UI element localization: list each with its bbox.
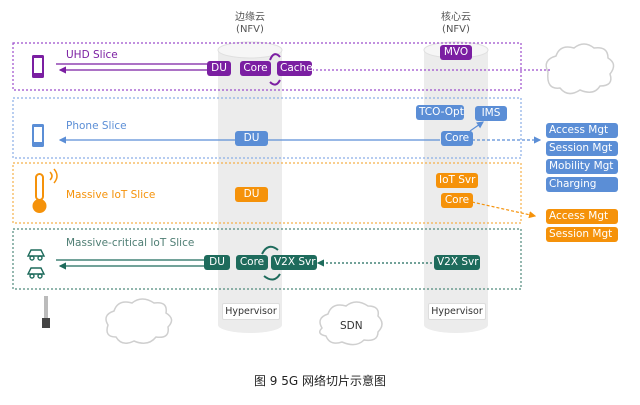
core-cloud-label: 核心云 (441, 12, 471, 23)
edge-cloud-nfv: (NFV) (236, 24, 264, 35)
uhd-slice-title: UHD Slice (66, 49, 118, 61)
critical-v2x-edge-box: V2X Svr (271, 255, 317, 270)
internet-cloud-icon (545, 43, 615, 95)
figure-caption: 图 9 5G 网络切片示意图 (253, 374, 386, 388)
iot-server-box: IoT Svr (436, 173, 478, 188)
phone-slice-title: Phone Slice (66, 120, 127, 132)
sensor-probe-icon (42, 296, 50, 328)
core-cloud-nfv: (NFV) (442, 24, 470, 35)
uhd-cache-box: Cache (277, 61, 313, 76)
phone-ims-box: IMS (475, 106, 507, 121)
phone-device-icon-uhd (32, 55, 44, 78)
critical-core-box: Core (236, 255, 268, 270)
edge-cloud-title: 边缘云 (NFV) (220, 12, 280, 36)
critical-slice-frame (12, 228, 522, 290)
cloud-icon (105, 298, 173, 344)
uhd-slice-frame (12, 42, 522, 91)
edge-cloud-label: 边缘云 (235, 12, 265, 23)
uhd-mvo-box: MVO (440, 45, 472, 60)
phone-access-mgt-box: Access Mgt (546, 123, 618, 138)
edge-cloud-cylinder (217, 41, 283, 333)
uhd-core-box: Core (240, 61, 271, 76)
critical-slice-title: Massive-critical IoT Slice (66, 237, 195, 249)
phone-session-mgt-box: Session Mgt (546, 141, 618, 156)
phone-charging-box: Charging (546, 177, 618, 192)
critical-v2x-core-box: V2X Svr (434, 255, 480, 270)
thermometer-sensor-icon (32, 168, 58, 213)
core-cloud-title: 核心云 (NFV) (426, 12, 486, 36)
phone-mobility-mgt-box: Mobility Mgt (546, 159, 618, 174)
iot-du-box: DU (235, 187, 268, 202)
edge-hypervisor-label: Hypervisor (222, 303, 280, 320)
vehicle-icons (26, 249, 46, 279)
phone-core-box: Core (441, 131, 473, 146)
phone-device-icon (32, 124, 44, 147)
critical-du-box: DU (204, 255, 230, 270)
iot-session-mgt-box: Session Mgt (546, 227, 618, 242)
sdn-cloud-icon (319, 301, 383, 346)
iot-slice-title: Massive IoT Slice (66, 189, 156, 201)
core-hypervisor-label: Hypervisor (428, 303, 486, 320)
phone-slice-frame (12, 97, 522, 159)
phone-tco-opt-box: TCO-Opt (416, 105, 464, 120)
iot-access-mgt-box: Access Mgt (546, 209, 618, 224)
phone-du-box: DU (235, 131, 268, 146)
uhd-du-box: DU (207, 61, 231, 76)
sdn-label: SDN (340, 320, 363, 332)
iot-slice-frame (12, 162, 522, 224)
iot-core-box: Core (441, 193, 473, 208)
